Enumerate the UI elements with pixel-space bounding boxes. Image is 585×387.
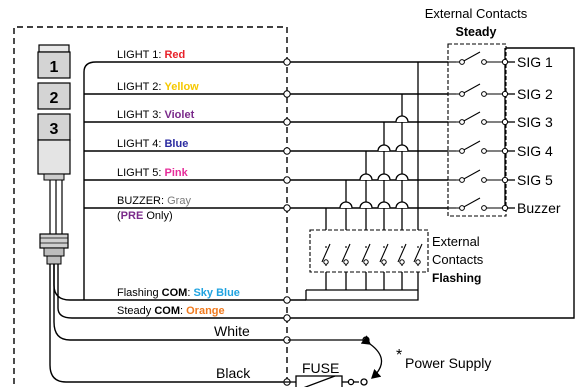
wire-color-blue: Blue [164, 138, 188, 150]
buzzer-note-rest: Only) [143, 210, 172, 222]
buzzer-note-open: ( [117, 210, 121, 222]
wire-label-prefix-5: LIGHT 5: [117, 167, 164, 179]
flashing-com-sep: : [187, 287, 193, 299]
wire-color-red: Red [164, 49, 185, 61]
steady-com-sep: : [180, 305, 186, 317]
steady-com-prefix: Steady [117, 305, 154, 317]
enclosure-dashed-border [13, 26, 288, 384]
wire-color-orange: Orange [186, 305, 225, 317]
svg-text:LIGHT 5: Pink: LIGHT 5: Pink [117, 167, 189, 179]
wire-labels: LIGHT 1: Red LIGHT 2: Yellow LIGHT 3: Vi… [117, 49, 240, 317]
power-supply-asterisk: * [396, 347, 402, 364]
flashing-com-word: COM [162, 287, 188, 299]
signal-label-1: SIG 1 [517, 54, 553, 70]
wire-color-violet: Violet [164, 109, 194, 121]
cable-bundle [49, 47, 575, 383]
steady-com-word: COM [154, 305, 180, 317]
external-flashing-line3: Flashing [432, 271, 481, 285]
power-white-label: White [214, 323, 250, 339]
wire-label-prefix-1: LIGHT 1: [117, 49, 164, 61]
steady-contacts-box [447, 43, 507, 217]
signal-label-4: SIG 4 [517, 143, 553, 159]
power-section [283, 335, 383, 387]
stack-light: 1 2 3 [37, 44, 71, 265]
svg-text:BUZZER: Gray: BUZZER: Gray [117, 195, 191, 207]
mounting-nut [39, 233, 69, 249]
fuse-label: FUSE [302, 360, 339, 376]
external-flashing-line2: Contacts [432, 252, 484, 267]
flashing-contacts-box [309, 229, 429, 273]
wire-color-sky-blue: Sky Blue [193, 287, 239, 299]
wire-label-prefix-2: LIGHT 2: [117, 81, 164, 93]
light-label-2: 2 [50, 90, 59, 107]
light-label-3: 3 [50, 121, 59, 138]
light-segment-2 [37, 82, 71, 110]
wire-crossovers [339, 115, 409, 209]
terminal-junctions [283, 58, 291, 386]
light-label-1: 1 [50, 59, 59, 76]
svg-text:LIGHT 4: Blue: LIGHT 4: Blue [117, 138, 188, 150]
external-flashing-line1: External [432, 234, 480, 249]
flashing-com-prefix: Flashing [117, 287, 162, 299]
svg-text:Steady COM: Orange: Steady COM: Orange [117, 305, 225, 317]
signal-label-5: SIG 5 [517, 172, 553, 188]
light-segment-3 [37, 113, 71, 141]
svg-text:Flashing COM: Sky Blue: Flashing COM: Sky Blue [117, 287, 240, 299]
external-steady-line1: External Contacts [425, 6, 528, 21]
wire-color-yellow: Yellow [164, 81, 199, 93]
signal-label-2: SIG 2 [517, 86, 553, 102]
wire-label-prefix-buzzer: BUZZER: [117, 195, 167, 207]
svg-text:LIGHT 1: Red: LIGHT 1: Red [117, 49, 185, 61]
wire-label-prefix-3: LIGHT 3: [117, 109, 164, 121]
svg-text:(PRE Only): (PRE Only) [117, 210, 173, 222]
buzzer-note-pre: PRE [121, 210, 144, 222]
wire-label-prefix-4: LIGHT 4: [117, 138, 164, 150]
power-black-label: Black [216, 365, 251, 381]
svg-text:LIGHT 2: Yellow: LIGHT 2: Yellow [117, 81, 199, 93]
signal-label-buzzer: Buzzer [517, 200, 561, 216]
signal-label-3: SIG 3 [517, 114, 553, 130]
light-segment-1 [37, 51, 71, 79]
svg-text:LIGHT 3: Violet: LIGHT 3: Violet [117, 109, 195, 121]
wire-color-gray: Gray [167, 195, 191, 207]
wire-color-pink: Pink [164, 167, 188, 179]
power-supply-label: Power Supply [405, 355, 491, 371]
external-steady-line2: Steady [456, 25, 497, 39]
